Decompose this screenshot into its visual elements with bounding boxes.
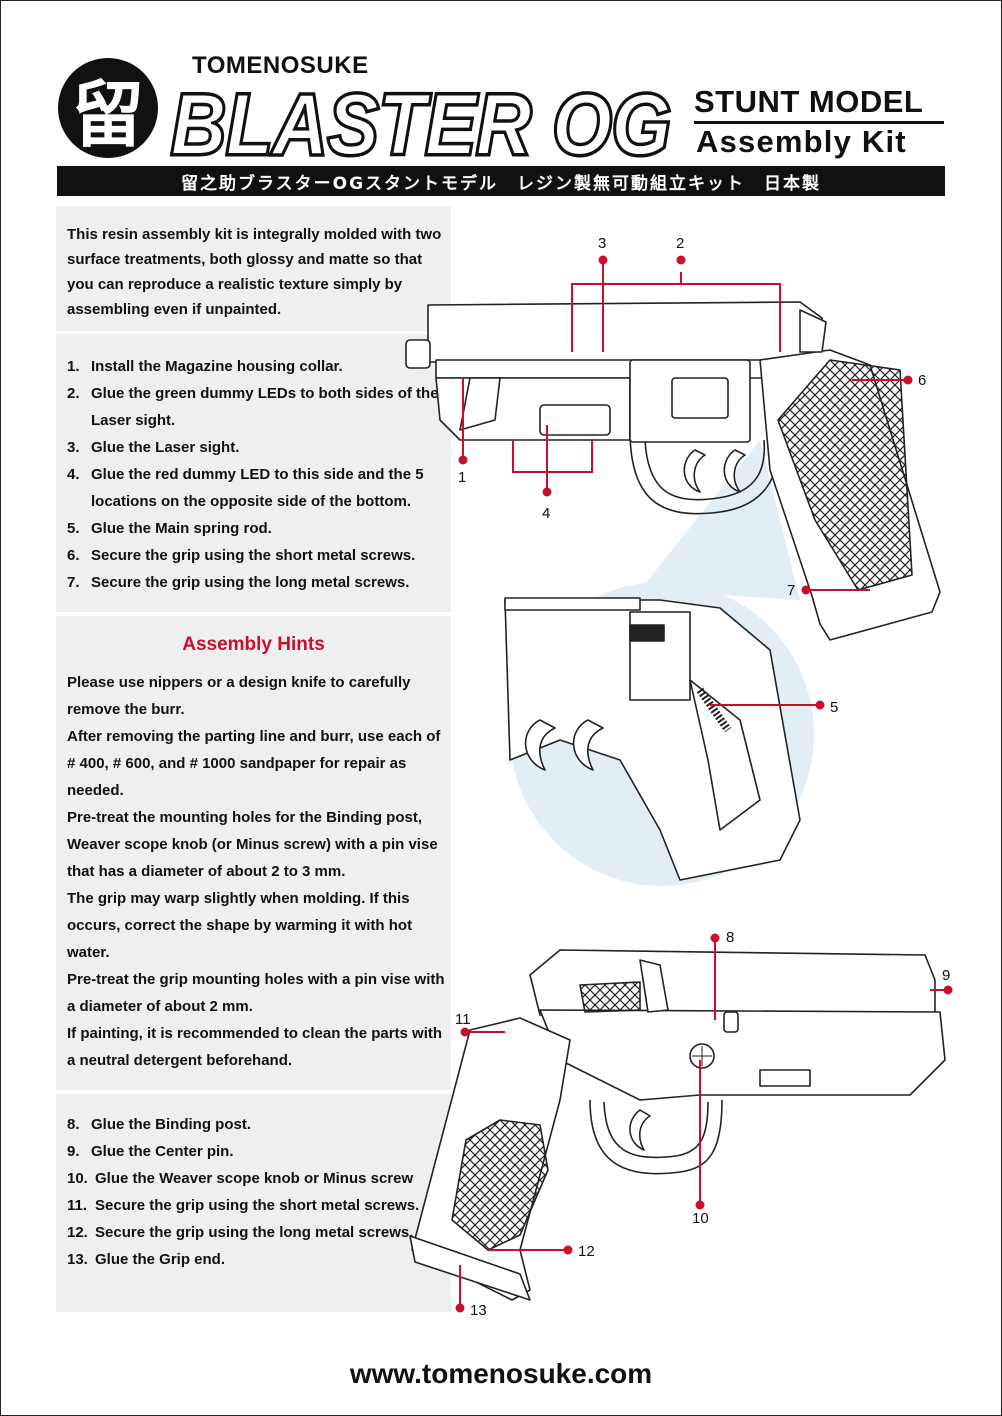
step-number: 12.: [67, 1224, 88, 1241]
step-number: 9.: [67, 1143, 80, 1160]
list-item: 5. Glue the Main spring rod.: [67, 515, 447, 542]
hint-paragraph: After removing the parting line and burr…: [67, 728, 441, 799]
callout-6: 6: [918, 372, 926, 389]
hint-paragraph: Please use nippers or a design knife to …: [67, 674, 411, 718]
step-text: Secure the grip using the short metal sc…: [95, 1197, 420, 1214]
step-number: 10.: [67, 1170, 88, 1187]
hints-body: Please use nippers or a design knife to …: [67, 669, 447, 1074]
step-number: 3.: [67, 439, 80, 456]
callout-3: 3: [598, 235, 606, 252]
blaster-side-view-top: [405, 301, 941, 641]
hints-title: Assembly Hints: [182, 634, 325, 655]
callout-10: 10: [692, 1210, 709, 1227]
steps-panel-1: [56, 334, 451, 612]
hint-paragraph: If painting, it is recommended to clean …: [67, 1025, 443, 1069]
step-text: Secure the grip using the short metal sc…: [91, 547, 416, 564]
callout-4: 4: [542, 505, 550, 522]
step-number: 13.: [67, 1251, 88, 1268]
intro-text: This resin assembly kit is integrally mo…: [67, 226, 442, 318]
callout-12: 12: [578, 1243, 595, 1260]
step-text: Install the Magazine housing collar.: [91, 358, 343, 375]
step-number: 5.: [67, 520, 80, 537]
hint-paragraph: Pre-treat the grip mounting holes with a…: [67, 971, 445, 1015]
subtitle-stunt-model: STUNT MODEL: [694, 84, 924, 119]
callout-5: 5: [830, 699, 838, 716]
product-title-logo: BLASTER OG BLASTER OG: [169, 76, 674, 168]
callout-leaders: [459, 260, 948, 1308]
list-item: 1. Install the Magazine housing collar.: [67, 353, 447, 380]
hint-paragraph: The grip may warp slightly when molding.…: [67, 890, 413, 961]
list-item: 12. Secure the grip using the long metal …: [67, 1219, 447, 1246]
step-text: Glue the Laser sight.: [91, 439, 240, 456]
list-item: 7. Secure the grip using the long metal s…: [67, 569, 447, 596]
hints-panel: [56, 616, 451, 1090]
list-item: 11. Secure the grip using the short metal…: [67, 1192, 447, 1219]
step-text: Secure the grip using the long metal scr…: [91, 574, 410, 591]
callout-8: 8: [726, 929, 734, 946]
step-text: Glue the Grip end.: [95, 1251, 226, 1268]
step-number: 11.: [67, 1197, 88, 1214]
tomenosuke-logo: 留: [58, 58, 158, 158]
footer-website-link[interactable]: www.tomenosuke.com: [349, 1358, 653, 1389]
product-title-inline: BLASTER OG: [171, 77, 671, 168]
step-text: Glue the Weaver scope knob or Minus scre…: [95, 1170, 414, 1187]
blaster-side-view-bottom: [409, 949, 946, 1301]
step-number: 2.: [67, 385, 80, 402]
callout-7: 7: [787, 582, 795, 599]
step-number: 1.: [67, 358, 80, 375]
subtitle-divider: [694, 121, 944, 124]
list-item: 8. Glue the Binding post.: [67, 1111, 447, 1138]
callout-dots: [455, 255, 953, 1313]
step-number: 7.: [67, 574, 80, 591]
callout-11: 11: [455, 1011, 471, 1028]
mainspring-detail-view: [504, 582, 814, 886]
list-item: 2. Glue the green dummy LEDs to both side…: [67, 380, 447, 434]
list-item: 6. Secure the grip using the short metal …: [67, 542, 447, 569]
list-item: 3. Glue the Laser sight.: [67, 434, 447, 461]
step-text: Glue the Binding post.: [91, 1116, 251, 1133]
step-text: Glue the green dummy LEDs to both sides …: [91, 385, 439, 429]
steps-panel-2: [56, 1094, 451, 1312]
steps-list-1: 1. Install the Magazine housing collar. 2…: [67, 353, 447, 596]
logo-kanji: 留: [71, 71, 144, 157]
callout-2: 2: [676, 235, 684, 252]
step-text: Glue the Center pin.: [91, 1143, 234, 1160]
steps-list-2: 8. Glue the Binding post. 9. Glue the Cent…: [67, 1111, 447, 1273]
brand-name: TOMENOSUKE: [192, 52, 369, 79]
list-item: 4. Glue the red dummy LED to this side an…: [67, 461, 447, 515]
intro-panel: [56, 206, 451, 331]
subtitle-assembly-kit: Assembly Kit: [696, 124, 907, 159]
callout-9: 9: [942, 967, 950, 984]
product-title: BLASTER OG: [171, 77, 671, 168]
list-item: 9. Glue the Center pin.: [67, 1138, 447, 1165]
japanese-title-bar: 留之助ブラスターOGスタントモデル レジン製無可動組立キット 日本製: [57, 166, 945, 196]
japanese-title: 留之助ブラスターOGスタントモデル レジン製無可動組立キット 日本製: [180, 173, 822, 194]
callout-1: 1: [458, 469, 466, 486]
list-item: 10. Glue the Weaver scope knob or Minus s…: [67, 1165, 447, 1192]
step-number: 6.: [67, 547, 80, 564]
callout-labels: 1 2 3 4 5 6 7 8 9 11 10 12 13: [455, 235, 950, 1319]
callout-13: 13: [470, 1302, 487, 1319]
step-number: 4.: [67, 466, 80, 483]
step-text: Glue the Main spring rod.: [91, 520, 272, 537]
step-number: 8.: [67, 1116, 80, 1133]
list-item: 13. Glue the Grip end.: [67, 1246, 447, 1273]
step-text: Secure the grip using the long metal scr…: [95, 1224, 414, 1241]
step-text: Glue the red dummy LED to this side and …: [91, 466, 424, 510]
hint-paragraph: Pre-treat the mounting holes for the Bin…: [67, 809, 438, 880]
